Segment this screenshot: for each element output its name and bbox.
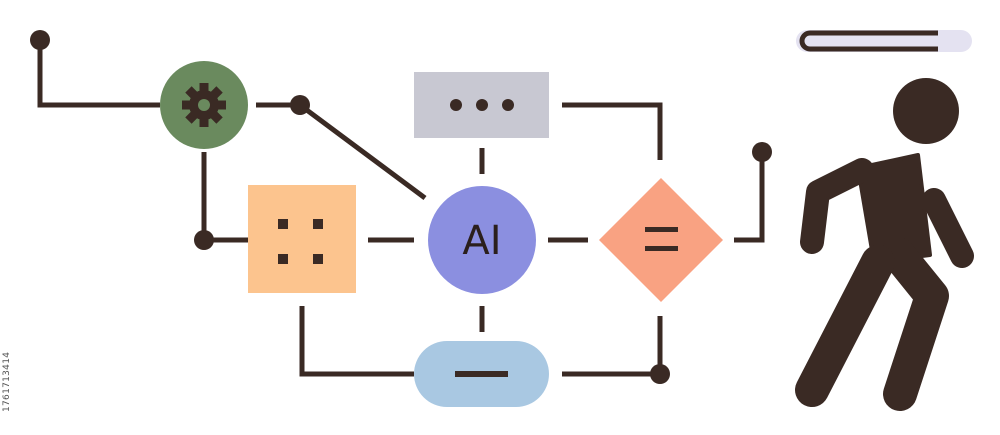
progress-bar [796, 30, 972, 52]
connector-start-to-gear [37, 40, 160, 108]
person-back-leg [795, 245, 895, 407]
ellipsis-icon [450, 99, 514, 111]
person-front-leg [881, 237, 949, 411]
minus-node [414, 341, 549, 407]
junction-dot [650, 364, 670, 384]
stock-image-id: 1761713414 [2, 351, 12, 412]
progress-fill [799, 30, 938, 52]
end-dot [752, 142, 772, 162]
minus-icon [455, 371, 508, 377]
connector-gear-to-grid [201, 152, 248, 243]
connector-minus-to-decision [562, 316, 663, 377]
walking-person-icon [795, 78, 974, 411]
person-back-arm [800, 158, 874, 254]
connector-grid-to-minus [299, 306, 414, 377]
grid-node [248, 185, 356, 293]
junction-dot [290, 95, 310, 115]
gear-node [160, 61, 248, 149]
connector-junction-to-ai [298, 102, 427, 201]
person-front-arm [922, 188, 974, 268]
person-head [893, 78, 959, 144]
connector-ellipsis-to-decision [562, 102, 663, 160]
start-dot [30, 30, 50, 50]
person-torso [856, 153, 932, 264]
junction-dots [30, 30, 772, 384]
gear-icon [182, 83, 226, 127]
ai-node: AI [428, 186, 536, 294]
ai-label: AI [462, 218, 501, 264]
connector-lines [37, 40, 765, 377]
junction-dot [194, 230, 214, 250]
grid-dots-icon [278, 219, 323, 264]
connector-decision-to-end [734, 152, 765, 243]
equals-icon [645, 227, 678, 251]
decision-node [599, 178, 723, 302]
ellipsis-node [414, 72, 549, 138]
